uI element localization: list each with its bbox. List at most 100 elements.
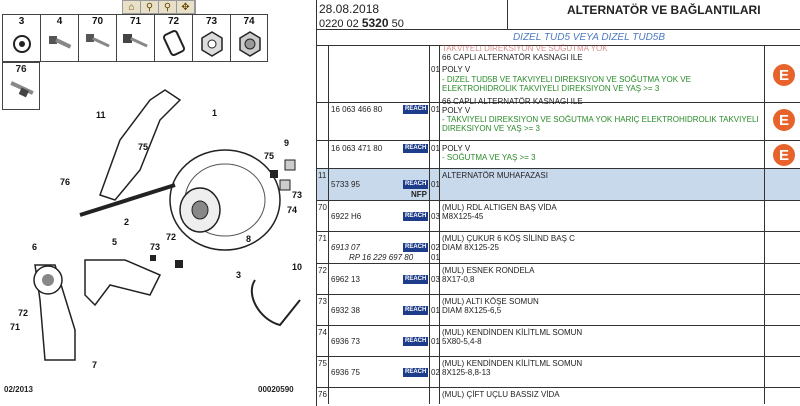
- part-ref: 6962 13: [331, 275, 360, 284]
- part-tile-3[interactable]: 3: [2, 14, 40, 62]
- table-row[interactable]: 76 (MUL) ÇİFT UÇLU BASSIZ VİDA: [317, 388, 800, 404]
- callout-76: 76: [60, 177, 70, 187]
- desc-line: (MUL) ALTI KÖŞE SOMUN: [442, 297, 539, 306]
- desc-line: - DIZEL TUD5B VE TAKVIYELI DIREKSIYON VE…: [442, 75, 691, 84]
- eco-badge-icon[interactable]: E: [773, 64, 795, 86]
- hex-nut-icon: [201, 31, 223, 57]
- zoom-in-icon[interactable]: ⚲: [141, 1, 159, 13]
- desc-line: POLY V: [442, 106, 471, 115]
- stud-icon: [10, 81, 34, 98]
- row-index: 71: [317, 232, 329, 263]
- callout-5: 5: [112, 237, 117, 247]
- callout-8: 8: [246, 234, 251, 244]
- desc-line: (MUL) RDL ALTIGEN BAŞ VİDA: [442, 203, 557, 212]
- support-bracket-shape: [84, 259, 162, 307]
- eco-badge-icon[interactable]: E: [773, 144, 795, 166]
- desc-line: DIREKSIYON VE YAŞ >= 3: [442, 124, 540, 133]
- screw-icon: [123, 34, 148, 48]
- table-row[interactable]: 01 TAKVIYELI DIREKSIYON VE SOĞUTMA YOK 6…: [317, 44, 800, 103]
- qty: 03: [431, 212, 440, 221]
- desc-line: 66 CAPLI ALTERNATÖR KASNAGI ILE: [442, 97, 583, 106]
- part-number: 4: [56, 16, 63, 27]
- parts-table: 01 TAKVIYELI DIREKSIYON VE SOĞUTMA YOK 6…: [317, 44, 800, 404]
- part-number: 73: [205, 16, 218, 27]
- part-number: 3: [18, 16, 25, 27]
- belt-shape: [250, 279, 301, 327]
- desc-line: POLY V: [442, 144, 471, 153]
- desc-line: (MUL) ESNEK RONDELA: [442, 266, 535, 275]
- part-ref: 6936 73: [331, 337, 360, 346]
- part-number: 71: [129, 16, 142, 27]
- reach-badge: REACH: [403, 306, 429, 315]
- page-title: ALTERNATÖR VE BAĞLANTILARI: [567, 3, 761, 17]
- desc-line: DIAM 8X125-25: [442, 243, 499, 252]
- qty-alt: 01: [431, 253, 440, 262]
- part-ref: 16 063 466 80: [331, 105, 383, 114]
- desc-line: ALTERNATÖR MUHAFAZASI: [442, 171, 548, 180]
- part-tile-73[interactable]: 73: [192, 14, 230, 62]
- nfp-label: NFP: [411, 190, 427, 199]
- code-prefix: 0220 02: [319, 18, 362, 30]
- desc-line: - SOĞUTMA VE YAŞ >= 3: [442, 153, 536, 162]
- qty: 02: [431, 243, 440, 252]
- reach-badge: REACH: [403, 275, 429, 284]
- long-bolt-shape: [79, 183, 176, 217]
- desc-line: DIAM 8X125-6,5: [442, 306, 502, 315]
- part-tile-74[interactable]: 74: [230, 14, 268, 62]
- code-suffix: 50: [388, 18, 404, 30]
- home-icon[interactable]: ⌂: [123, 1, 141, 13]
- part-tile-72[interactable]: 72: [154, 14, 192, 62]
- callout-75: 75: [138, 142, 148, 152]
- part-number: 76: [15, 64, 27, 75]
- move-icon[interactable]: ✥: [177, 1, 195, 13]
- callout-7: 7: [92, 360, 97, 370]
- part-tile-4[interactable]: 4: [40, 14, 78, 62]
- header-code: 0220 02 5320 50: [319, 16, 404, 30]
- desc-line: - TAKVIYELI DIREKSIYON VE SOĞUTMA YOK HA…: [442, 115, 759, 124]
- desc-line: 8X17-0,8: [442, 275, 475, 284]
- callout-11: 11: [96, 110, 106, 120]
- qty: 01: [431, 65, 440, 74]
- part-ref: 6936 75: [331, 368, 360, 377]
- row-index: 76: [317, 388, 329, 404]
- lock-nut-icon: [239, 31, 261, 57]
- desc-line: (MUL) ÇİFT UÇLU BASSIZ VİDA: [442, 390, 560, 399]
- callout-72: 72: [166, 232, 176, 242]
- callout-2: 2: [124, 217, 129, 227]
- reach-badge: REACH: [403, 243, 429, 252]
- part-ref-alt: RP 16 229 697 80: [349, 253, 414, 262]
- desc-line: (MUL) ÇUKUR 6 KÖŞ SİLİND BAŞ C: [442, 234, 575, 243]
- footer-date: 02/2013: [4, 385, 33, 394]
- row-index: 73: [317, 295, 329, 325]
- part-thumbnails: 3 4 70 71 72 73 74: [2, 14, 268, 62]
- qty: 01: [431, 180, 440, 189]
- callout-73: 73: [292, 190, 302, 200]
- callout-72b: 72: [18, 308, 28, 318]
- row-index: 74: [317, 326, 329, 356]
- footer-code: 00020590: [258, 385, 294, 394]
- reach-badge: REACH: [403, 212, 429, 221]
- callout-73b: 73: [150, 242, 160, 252]
- callout-75b: 75: [264, 151, 274, 161]
- desc-line: ELEKTROHIDROLIK TAKVIYELI DIREKSIYON VE …: [442, 84, 660, 93]
- qty: 01: [431, 306, 440, 315]
- part-tile-71[interactable]: 71: [116, 14, 154, 62]
- part-number: 70: [91, 16, 104, 27]
- exploded-diagram: 11 1 9 75 75 74 73 76 2 72 8 6 5 73 3 10…: [10, 89, 302, 370]
- eco-badge-icon[interactable]: E: [773, 109, 795, 131]
- qty: 01: [431, 144, 440, 153]
- zoom-out-icon[interactable]: ⚲: [159, 1, 177, 13]
- part-tile-70[interactable]: 70: [78, 14, 116, 62]
- bolt-icon: [49, 36, 72, 49]
- part-tile-76[interactable]: 76: [2, 62, 40, 110]
- desc-line: (MUL) KENDİNDEN KİLİTLML SOMUN: [442, 328, 583, 337]
